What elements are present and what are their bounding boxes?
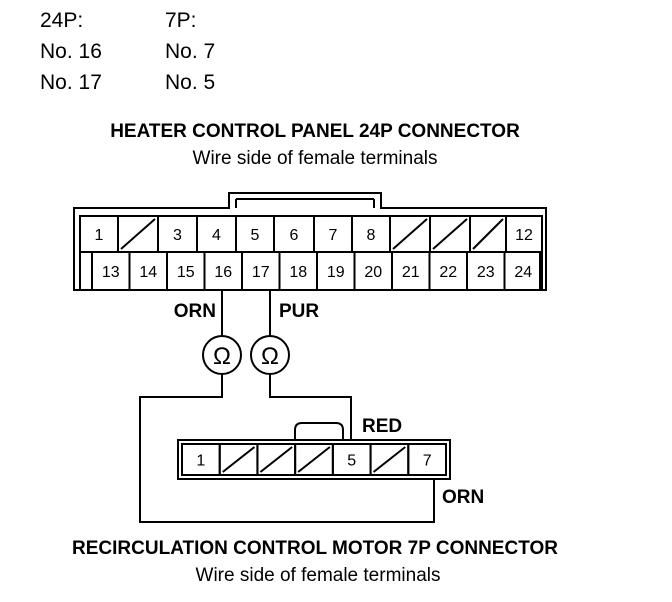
wires [139, 290, 435, 523]
label-pur: PUR [279, 301, 319, 322]
terminal-number: 14 [139, 264, 157, 281]
terminal-number: 5 [251, 227, 260, 244]
row1-24p-pin: No. 16 [40, 40, 102, 63]
panel-connector-title: HEATER CONTROL PANEL 24P CONNECTOR [110, 121, 520, 142]
terminal-number: 22 [439, 264, 457, 281]
terminal-number: 8 [367, 227, 376, 244]
terminal-number: 12 [515, 227, 533, 244]
pin-table-row: No. 16 No. 7 [40, 36, 215, 67]
empty-terminal-slash [222, 446, 256, 473]
empty-terminal-slash [120, 218, 156, 250]
terminal-cell [503, 251, 543, 291]
empty-terminal-slash [372, 446, 406, 473]
motor-connector-subtitle: Wire side of female terminals [195, 565, 441, 586]
empty-terminal-slash [432, 218, 468, 250]
pin-table: 24P: 7P: No. 16 No. 7 No. 17 No. 5 [40, 5, 215, 98]
terminal-number: 3 [173, 227, 182, 244]
label-red: RED [362, 416, 402, 437]
terminal-number: 4 [212, 227, 221, 244]
ohm-icon: Ω [213, 343, 231, 370]
terminal-number: 17 [252, 264, 270, 281]
row2-24p-pin: No. 17 [40, 71, 102, 94]
terminal-cell [407, 443, 447, 476]
terminal-number: 18 [289, 264, 307, 281]
label-orn-left: ORN [174, 301, 216, 322]
terminal-number: 21 [402, 264, 420, 281]
label-orn-right: ORN [442, 487, 484, 508]
empty-terminal-slash [259, 446, 293, 473]
panel-connector-subtitle: Wire side of female terminals [192, 148, 438, 169]
header-24p: 24P: [40, 9, 84, 32]
empty-terminal-slash [392, 218, 428, 250]
terminal-number: 1 [95, 227, 104, 244]
wire-orn-to-terminal-7 [139, 374, 435, 523]
terminal-number: 15 [177, 264, 195, 281]
motor-connector-outline [177, 439, 451, 480]
terminal-number: 1 [196, 453, 205, 470]
terminal-number: 13 [102, 264, 120, 281]
terminal-number: 19 [327, 264, 345, 281]
wire-red-to-terminal-5 [269, 374, 352, 440]
terminal-number: 6 [290, 227, 299, 244]
motor-latch [294, 422, 344, 440]
empty-terminal-slash [297, 446, 331, 473]
row2-7p-pin: No. 5 [165, 71, 216, 94]
ohm-icon: Ω [261, 343, 279, 370]
terminal-number: 23 [477, 264, 495, 281]
motor-7p-connector: 1 5 7 [177, 422, 451, 480]
terminal-number: 16 [214, 264, 232, 281]
terminal-number: 7 [423, 453, 432, 470]
pin-table-header: 24P: 7P: [40, 5, 215, 36]
pin-table-row: No. 17 No. 5 [40, 67, 215, 98]
terminal-number: 24 [514, 264, 532, 281]
empty-terminal-slash [472, 218, 504, 250]
terminal-number: 7 [329, 227, 338, 244]
row1-7p-pin: No. 7 [165, 40, 216, 63]
terminal-number: 5 [347, 453, 356, 470]
header-7p: 7P: [165, 9, 197, 32]
terminal-number: 20 [364, 264, 382, 281]
motor-connector-title: RECIRCULATION CONTROL MOTOR 7P CONNECTOR [72, 538, 558, 559]
